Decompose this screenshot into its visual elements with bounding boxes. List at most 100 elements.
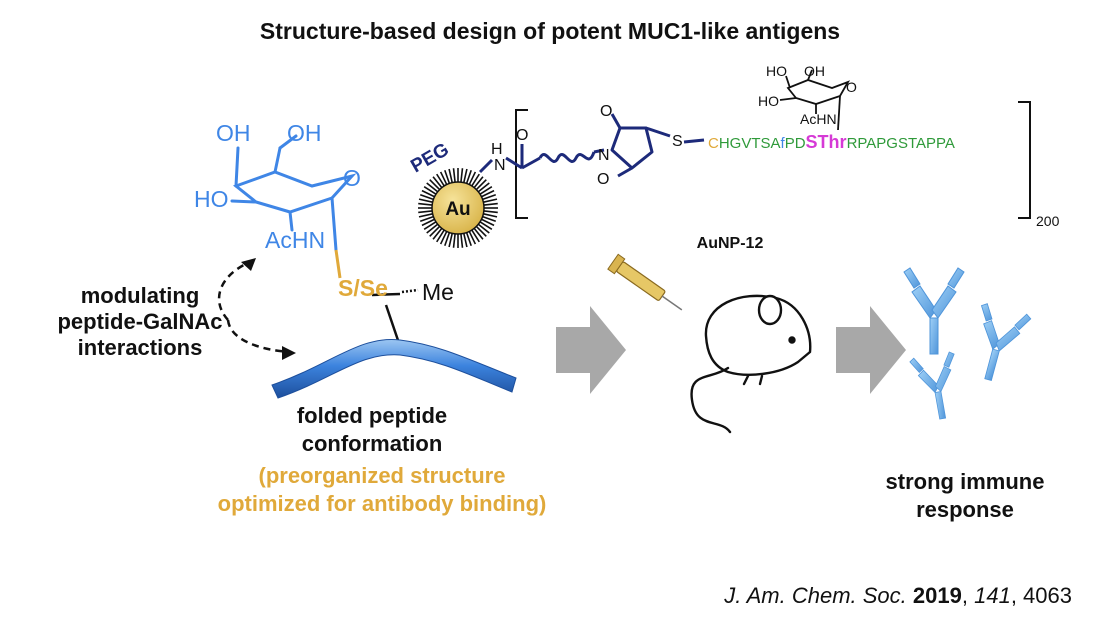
peg-chain <box>481 189 495 198</box>
peg-chain <box>463 233 468 248</box>
sugar-ho: HO <box>194 186 229 212</box>
glycan-achn: AcHN <box>800 111 837 127</box>
folded-line-1: folded peptide <box>296 403 448 428</box>
sugar-achn: AcHN <box>265 227 325 253</box>
imide-carbonyl <box>617 166 633 178</box>
peg-chain <box>483 202 498 206</box>
antibody-segment <box>1014 313 1032 331</box>
peg-chain <box>468 171 477 185</box>
seq-f: f <box>781 135 786 152</box>
glycan-oh: OH <box>804 63 825 79</box>
peg-chain <box>418 198 433 203</box>
sugar-bond <box>273 146 282 174</box>
sugar-bond <box>278 134 298 150</box>
glycan-ring-o: O <box>846 79 857 95</box>
antibody-segment <box>917 369 939 394</box>
antibody-group <box>903 267 1032 420</box>
glycan-bond <box>779 97 797 101</box>
antibody-icon <box>909 351 955 420</box>
citation: J. Am. Chem. Soc. 2019, 141, 4063 <box>724 583 1072 609</box>
peg-chain <box>465 232 472 247</box>
peg-chain <box>477 182 490 193</box>
response-line-2: response <box>916 497 1014 522</box>
peg-chain <box>475 225 487 237</box>
amide-n: N <box>494 157 506 174</box>
peg-chain <box>460 233 464 248</box>
gold-nanoparticle: Au <box>418 168 498 248</box>
peg-chain <box>468 231 477 245</box>
preorganized-line-1: (preorganized structure <box>258 463 506 488</box>
peg-chain <box>429 179 441 191</box>
peg-chain <box>418 213 433 218</box>
glycan-ho-1: HO <box>766 63 787 79</box>
mouse-ear <box>757 294 783 326</box>
glycan-bond <box>807 69 813 81</box>
glycan-ho-2: HO <box>758 93 779 109</box>
peg-chain <box>418 202 433 206</box>
mouse-eye <box>788 336 796 344</box>
process-arrow-2 <box>836 306 906 394</box>
arrowhead-up <box>241 258 256 271</box>
peg-chain <box>436 173 445 187</box>
peg-chain <box>429 225 441 237</box>
citation-sep-1: , <box>961 583 975 608</box>
peg-chain <box>439 171 448 185</box>
linker-bond <box>505 156 523 170</box>
imide-n: N <box>598 147 610 164</box>
galnac-sugar <box>230 134 357 252</box>
seq-part-2: RPAPGSTAPPA <box>847 135 955 152</box>
peg-chain <box>426 182 439 193</box>
peg-chain <box>452 233 456 248</box>
antibody-segment <box>984 348 1000 381</box>
linker-bond <box>478 158 494 174</box>
seq-sthr: SThr <box>806 132 847 152</box>
peg-chain <box>439 231 448 245</box>
modulating-label: modulating peptide-GalNAc interactions <box>40 283 240 361</box>
peg-chain <box>473 176 484 189</box>
peg-chain <box>436 229 445 243</box>
thioether-bond <box>645 126 671 138</box>
glycan-on-sthr <box>779 69 851 131</box>
antibody-segment <box>995 326 1021 352</box>
glycan-bond <box>785 75 791 89</box>
glycan-bond <box>837 95 841 131</box>
antibody-icon <box>980 303 1032 381</box>
succinimide-ring <box>610 126 654 170</box>
peg-chain <box>481 218 495 227</box>
peg-chain <box>444 232 451 247</box>
imide-o-top: O <box>600 103 612 120</box>
figure-title: Structure-based design of potent MUC1-li… <box>259 18 841 44</box>
antibody-segment <box>903 267 921 289</box>
peg-chain <box>483 210 498 214</box>
seq-part-1: HGVTSA <box>719 135 781 152</box>
peg-chain <box>419 194 434 201</box>
au-label: Au <box>445 199 470 220</box>
antibody-segment <box>947 267 965 289</box>
citation-page: 4063 <box>1023 583 1072 608</box>
dashed-arrow-up <box>217 260 251 321</box>
mouse-icon <box>690 294 812 434</box>
peg-chain <box>432 176 443 189</box>
preorganized-label: (preorganized structure optimized for an… <box>172 462 592 518</box>
sugar-oh-2: OH <box>287 120 322 146</box>
sugar-oh-1: OH <box>216 120 251 146</box>
response-line-1: strong immune <box>885 469 1045 494</box>
peg-chain <box>475 179 487 191</box>
peg-chain <box>465 169 472 184</box>
peg-chain <box>421 218 435 227</box>
peg-chain <box>418 210 433 214</box>
peg-wave <box>538 151 596 163</box>
linker-s-se: S/Se <box>338 275 388 301</box>
antibody-segment <box>909 357 924 373</box>
folded-line-2: conformation <box>301 431 443 456</box>
peg-chain <box>482 215 497 222</box>
sidechain-bond <box>371 292 401 297</box>
folded-label: folded peptide conformation <box>262 402 482 458</box>
peg-chain <box>471 173 480 187</box>
mouse-tail <box>690 366 732 434</box>
methyl-hash-bond <box>401 288 419 294</box>
sugar-ring <box>232 170 357 214</box>
peg-chain <box>471 229 480 243</box>
thioether-s: S <box>672 133 683 150</box>
